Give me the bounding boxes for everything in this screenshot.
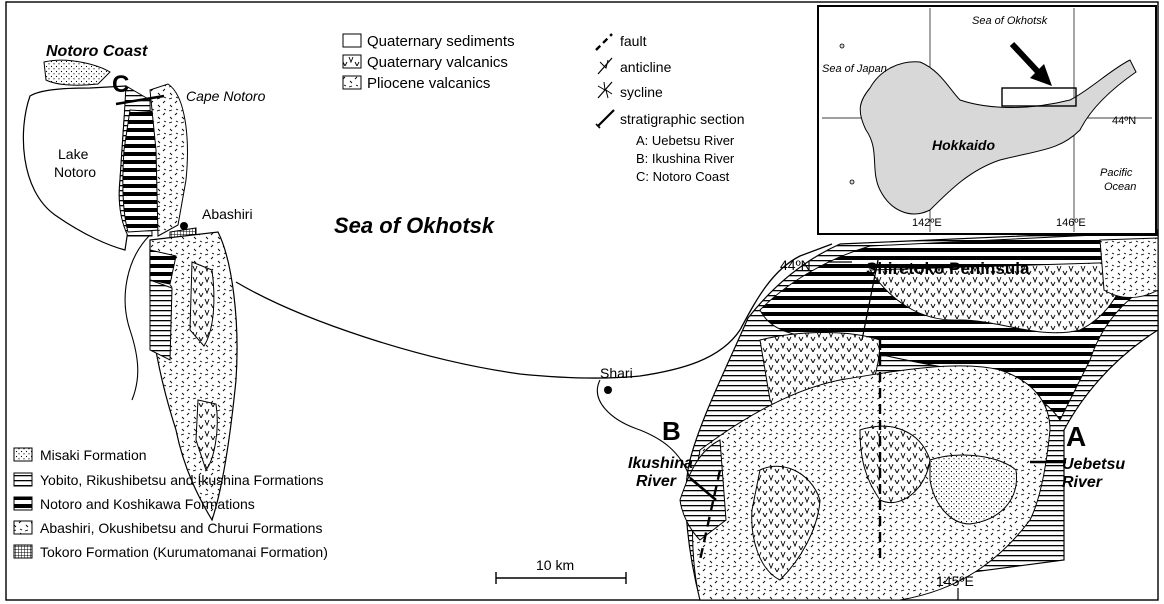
swatch-tokoro <box>13 544 33 559</box>
inset-label-lat: 44ºN <box>1112 115 1136 127</box>
legend-pliocene-volcanics: Pliocene valcanics <box>367 75 490 92</box>
legend-fault: fault <box>620 33 647 49</box>
swatch-abashiri <box>13 520 33 535</box>
legend-yobito: Yobito, Rikushibetsu and Ikushina Format… <box>40 472 324 488</box>
swatch-pliocene-volcanics <box>342 75 362 90</box>
shari-dot <box>604 386 612 394</box>
swatch-yobito <box>13 472 33 487</box>
inset-label-146: 146ºE <box>1056 217 1086 229</box>
legend-quaternary-sediments: Quaternary sediments <box>367 33 515 50</box>
swatch-quaternary-sediments <box>342 33 362 48</box>
label-uebetsu-1: Uebetsu <box>1062 456 1125 473</box>
scale-bar <box>495 572 627 584</box>
legend-abashiri: Abashiri, Okushibetsu and Churui Formati… <box>40 520 322 536</box>
inset-arrow <box>1009 41 1043 77</box>
legend-bottom <box>13 447 33 559</box>
label-lake-1: Lake <box>58 146 89 162</box>
inset-label-pacific-1: Pacific <box>1100 167 1133 179</box>
legend-section: stratigraphic section <box>620 111 745 127</box>
label-lake-2: Notoro <box>54 164 96 180</box>
label-ikushina-1: Ikushina <box>628 455 693 472</box>
label-145e: 145ºE <box>936 573 974 589</box>
legend-notoro: Notoro and Koshikawa Formations <box>40 496 255 512</box>
inset-hokkaido-shape <box>859 59 1137 215</box>
legend-misaki: Misaki Formation <box>40 447 147 463</box>
legend-top <box>342 33 362 90</box>
label-notoro-coast: Notoro Coast <box>46 43 148 60</box>
swatch-misaki <box>13 447 33 462</box>
inset-label-pacific-2: Ocean <box>1104 181 1136 193</box>
swatch-notoro <box>13 496 33 511</box>
inset-label-142: 142ºE <box>912 217 942 229</box>
label-shari: Shari <box>600 365 633 381</box>
label-sea-okhotsk: Sea of Okhotsk <box>334 213 496 238</box>
inset-study-area-box <box>1001 87 1077 107</box>
legend-section-c: C: Notoro Coast <box>636 169 730 184</box>
section-symbol <box>595 109 615 129</box>
abashiri-dot <box>180 222 188 230</box>
legend-anticline: anticline <box>620 59 672 75</box>
legend-syncline: sycline <box>620 84 663 100</box>
label-ikushina-2: River <box>636 473 677 490</box>
legend-tokoro: Tokoro Formation (Kurumatomanai Formatio… <box>40 544 328 560</box>
legend-section-a: A: Uebetsu River <box>636 133 735 148</box>
label-cape-notoro: Cape Notoro <box>186 88 266 104</box>
section-b-line <box>689 477 717 501</box>
notoro-area <box>22 59 238 522</box>
label-scale: 10 km <box>536 557 574 573</box>
shiretoko-area <box>596 229 1159 601</box>
anticline-symbol <box>597 57 613 75</box>
label-section-b: B <box>662 416 681 446</box>
inset-map <box>817 5 1157 235</box>
label-section-a: A <box>1066 421 1086 452</box>
label-shiretoko: Shiretoko Peninsula <box>866 259 1030 278</box>
label-uebetsu-2: River <box>1062 474 1103 491</box>
fault-symbol <box>595 33 613 51</box>
coastline <box>235 243 833 379</box>
label-section-c: C <box>112 71 129 98</box>
section-c-line <box>115 94 165 106</box>
syncline-symbol <box>597 81 613 99</box>
label-abashiri: Abashiri <box>202 206 253 222</box>
legend-symbols <box>595 33 615 129</box>
misaki-spit <box>43 59 111 86</box>
inset-label-hokkaido: Hokkaido <box>932 137 995 153</box>
inset-label-okhotsk: Sea of Okhotsk <box>972 15 1048 27</box>
legend-quaternary-volcanics: Quaternary valcanics <box>367 54 508 71</box>
swatch-quaternary-volcanics <box>342 54 362 69</box>
label-44n: 44ºN <box>780 257 811 273</box>
inset-label-japan: Sea of Japan <box>822 63 887 75</box>
legend-section-b: B: Ikushina River <box>636 151 735 166</box>
